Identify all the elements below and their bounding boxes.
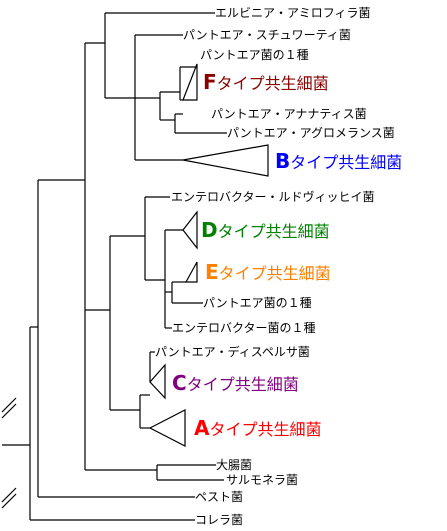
taxon-label-ludwigii: エンテロバクター・ルドヴィッヒイ菌 [171,189,375,204]
taxon-label-yersinia: ペスト菌 [195,490,243,504]
taxon-label-erwinia: エルビニア・アミロフィラ菌 [215,6,371,20]
clade-label-f: Fタイプ共生細菌 [203,70,329,94]
taxon-label-stewartii: パントエア・スチュワーティ菌 [183,28,351,42]
clade-label-d: Dタイプ共生細菌 [201,218,330,242]
tree-branches [2,12,227,521]
taxon-label-ecoli: 大腸菌 [216,458,252,472]
clade-label-b: Bタイプ共生細菌 [275,149,402,173]
taxon-label-salmonella: サルモネラ菌 [226,473,298,487]
clade-label-c: Cタイプ共生細菌 [172,371,299,395]
taxon-label-pantoea-sp1: パントエア菌の１種 [200,48,309,62]
axis-break-marks [1,397,17,509]
taxon-label-enterobacter-sp: エンテロバクター菌の１種 [172,321,316,335]
taxon-label-pantoea-sp2: パントエア菌の１種 [203,296,312,310]
taxon-label-dispersa: パントエア・ディスペルサ菌 [155,344,310,359]
clade-label-a: Aタイプ共生細菌 [194,416,322,440]
taxon-label-vibrio: コレラ菌 [195,513,243,527]
collapsed-clades [148,63,269,447]
clade-label-e: Eタイプ共生細菌 [205,260,331,284]
taxon-label-ananatis: パントエア・アナナティス菌 [211,107,367,121]
taxon-label-agglomerans: パントエア・アグロメランス菌 [227,126,395,140]
